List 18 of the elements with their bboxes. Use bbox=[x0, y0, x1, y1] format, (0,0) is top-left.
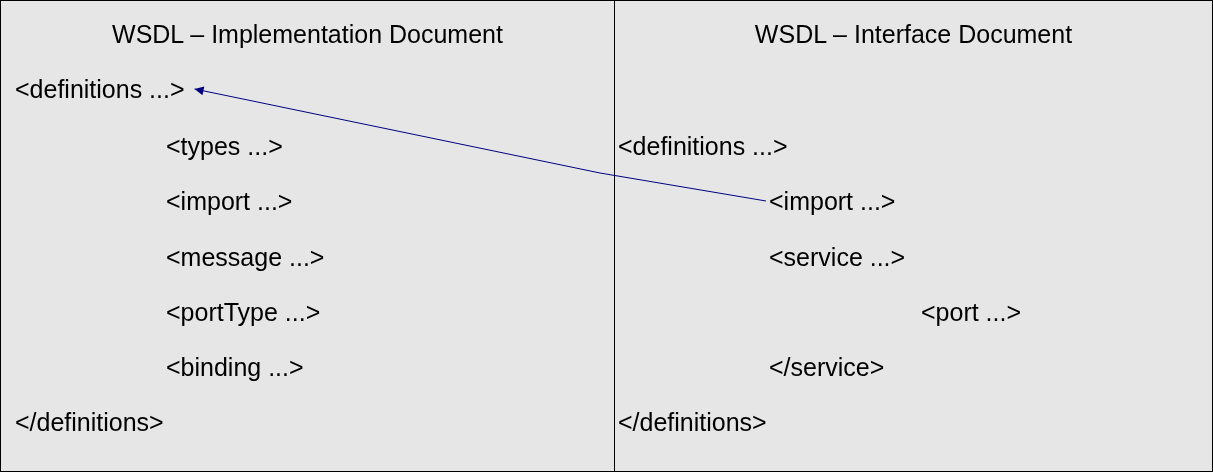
code-line: <message ...> bbox=[166, 242, 325, 272]
code-line: <service ...> bbox=[769, 242, 906, 272]
code-line: <definitions ...> bbox=[15, 74, 185, 104]
code-line: </definitions> bbox=[15, 407, 164, 437]
code-line: <portType ...> bbox=[166, 297, 321, 327]
code-line: </service> bbox=[769, 352, 885, 382]
column-heading: WSDL – Implementation Document bbox=[111, 19, 504, 49]
arrow bbox=[194, 86, 767, 202]
code-line: <port ...> bbox=[921, 297, 1022, 327]
column-heading: WSDL – Interface Document bbox=[753, 19, 1074, 49]
code-line: <import ...> bbox=[769, 186, 896, 216]
column-panel bbox=[0, 0, 615, 472]
column-panel bbox=[614, 0, 1213, 472]
code-line: </definitions> bbox=[618, 407, 767, 437]
code-line: <import ...> bbox=[166, 186, 293, 216]
code-line: <definitions ...> bbox=[618, 131, 788, 161]
code-line: <binding ...> bbox=[166, 352, 304, 382]
code-line: <types ...> bbox=[166, 131, 283, 161]
